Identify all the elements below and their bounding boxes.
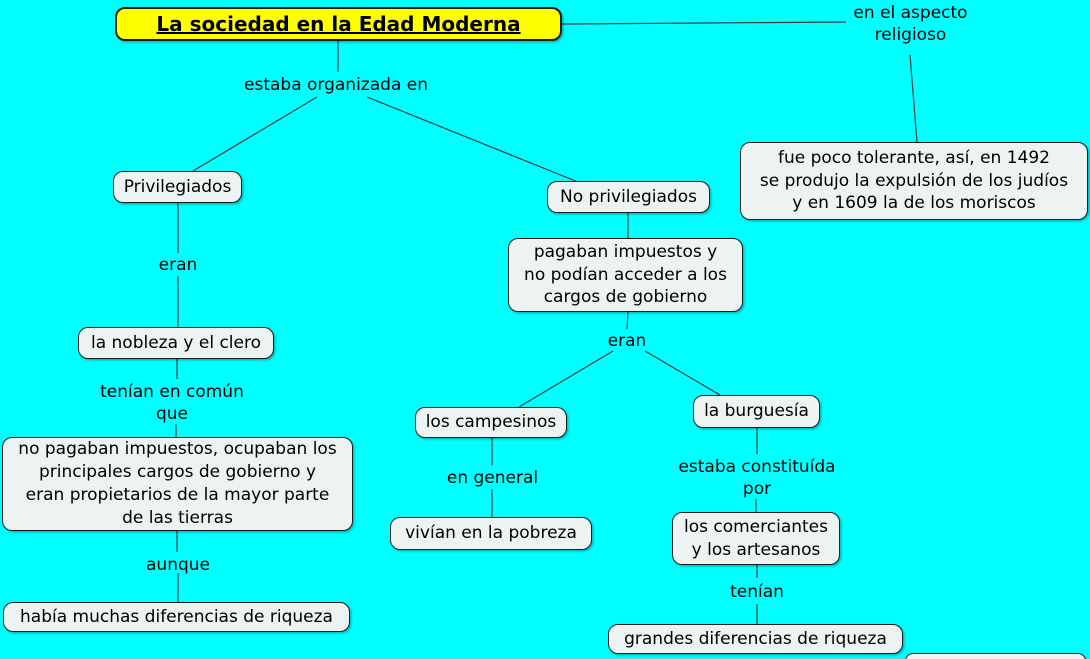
node-vivian-pobreza[interactable]: vivían en la pobreza [390,517,592,550]
node-label: los campesinos [425,412,557,433]
node-label: había muchas diferencias de riqueza [20,606,333,627]
node-burguesia[interactable]: la burguesía [693,395,820,428]
node-label: Privilegiados [123,176,232,197]
linking-phrase-eran-left[interactable]: eran [158,255,198,275]
node-privilegiados[interactable]: Privilegiados [113,171,242,203]
node-label: no pagaban impuestos, ocupaban los princ… [18,439,337,528]
connector-line [518,350,614,408]
connector-line [561,21,847,25]
node-label: grandes diferencias de riqueza [624,628,887,649]
node-label: fue poco tolerante, así, en 1492 se prod… [759,147,1069,214]
linking-phrase-aunque[interactable]: aunque [146,555,210,575]
node-nobleza-clero[interactable]: la nobleza y el clero [78,327,274,359]
node-campesinos[interactable]: los campesinos [415,407,567,438]
connector-line [909,54,918,143]
node-comerciantes-artesanos[interactable]: los comerciantes y los artesanos [672,512,840,565]
linking-phrase-eran-mid[interactable]: eran [607,331,647,351]
connector-line [192,96,318,172]
node-religious-tolerance[interactable]: fue poco tolerante, así, en 1492 se prod… [740,142,1088,220]
linking-phrase-tenian-en-comun[interactable]: tenían en común que [100,382,244,425]
connector-line [626,311,629,330]
linking-phrase-estaba-constituida[interactable]: estaba constituída por [678,457,836,500]
node-label: No privilegiados [560,186,697,207]
node-grandes-diferencias[interactable]: grandes diferencias de riqueza [608,624,903,654]
node-label: pagaban impuestos y no podían acceder a … [524,241,727,308]
linking-phrase-aspecto-religioso[interactable]: en el aspecto religioso [853,3,968,46]
connector-line [644,350,721,396]
node-label: la nobleza y el clero [90,332,262,353]
linking-phrase-tenian[interactable]: tenían [730,582,784,602]
node-title-label: La sociedad en la Edad Moderna [156,11,521,36]
node-pagaban-impuestos[interactable]: pagaban impuestos y no podían acceder a … [508,238,743,312]
node-label: vivían en la pobreza [405,523,577,544]
node-label: los comerciantes y los artesanos [683,516,828,560]
node-no-privilegiados[interactable]: No privilegiados [547,181,710,213]
connector-line [366,96,579,183]
node-habia-diferencias[interactable]: había muchas diferencias de riqueza [3,602,350,632]
node-no-pagaban-impuestos[interactable]: no pagaban impuestos, ocupaban los princ… [2,437,353,531]
node-label: la burguesía [704,401,809,422]
node-cutoff-bottom[interactable] [905,653,1086,659]
node-title[interactable]: La sociedad en la Edad Moderna [115,7,562,41]
linking-phrase-en-general[interactable]: en general [446,468,539,488]
linking-phrase-estaba-organizada-en[interactable]: estaba organizada en [244,75,428,95]
